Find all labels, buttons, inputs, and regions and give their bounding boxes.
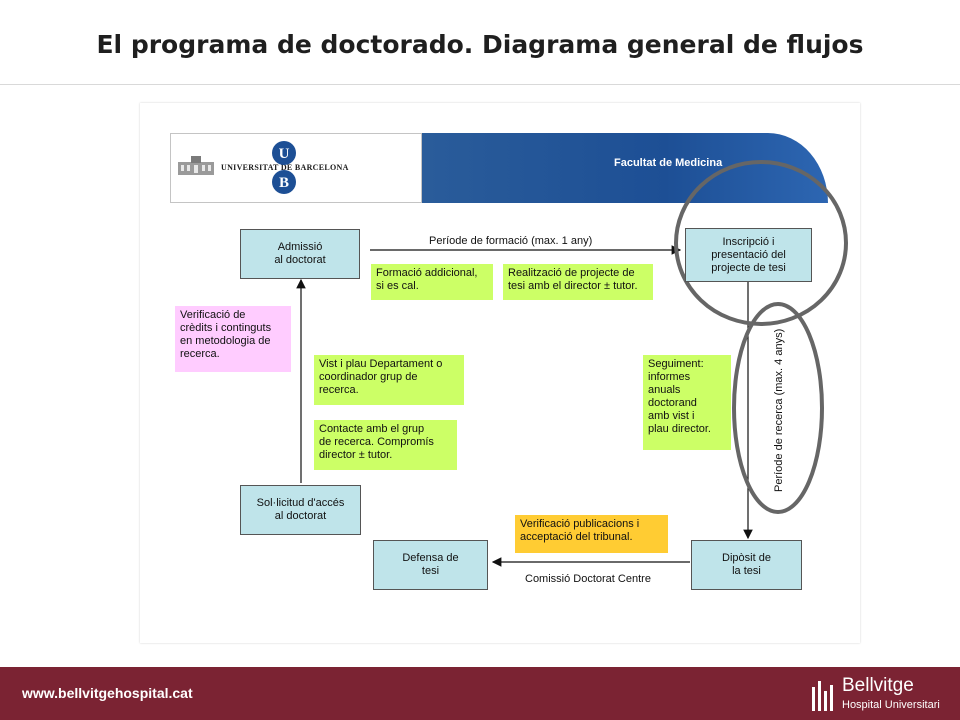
highlight-ellipse-recerca <box>732 302 824 514</box>
note-realitzacio: Realització de projecte de tesi amb el d… <box>503 264 653 300</box>
node-inscripcio: Inscripció i presentació del projecte de… <box>685 228 812 282</box>
logo-letter-top: U <box>279 146 290 162</box>
logo-letter-bottom: B <box>279 175 289 191</box>
footer-bar: www.bellvitgehospital.cat Bellvitge Hosp… <box>0 667 960 720</box>
footer-url-link[interactable]: www.bellvitgehospital.cat <box>22 685 193 701</box>
note-seguiment: Seguiment: informes anuals doctorand amb… <box>643 355 731 450</box>
faculty-name: Facultat de Medicina <box>614 157 723 169</box>
flow-connectors <box>296 160 848 567</box>
label-periode-formacio: Període de formació (max. 1 any) <box>429 235 593 247</box>
highlight-circle-inscripcio <box>674 160 848 326</box>
brand-subtitle: Hospital Universitari <box>842 699 940 711</box>
slide-title: El programa de doctorado. Diagrama gener… <box>96 30 864 59</box>
bellvitge-logo-icon <box>812 681 833 711</box>
banner-right-panel: Facultat de Medicina <box>422 133 828 203</box>
building-icon <box>178 156 214 175</box>
embedded-diagram-image: UNIVERSITAT DE BARCELONA U B Facultat de… <box>140 103 860 643</box>
ub-logo-icon: U B <box>272 141 296 194</box>
label-periode-recerca: Període de recerca (max. 4 anys) <box>773 328 785 492</box>
label-comissio: Comissió Doctorat Centre <box>525 573 651 585</box>
university-name: UNIVERSITAT DE BARCELONA <box>221 163 349 172</box>
banner-left-panel: UNIVERSITAT DE BARCELONA U B <box>170 133 422 203</box>
note-vist-plau: Vist i plau Departament o coordinador gr… <box>314 355 464 405</box>
node-defensa: Defensa de tesi <box>373 540 488 590</box>
node-sollicitud: Sol·licitud d'accés al doctorat <box>240 485 361 535</box>
node-admissio: Admissió al doctorat <box>240 229 360 279</box>
faculty-banner: UNIVERSITAT DE BARCELONA U B Facultat de… <box>170 133 828 203</box>
note-formacio-addicional: Formació addicional, si es cal. <box>371 264 493 300</box>
note-verificacio-publicacions: Verificació publicacions i acceptació de… <box>515 515 668 553</box>
brand-name: Bellvitge <box>842 675 914 696</box>
title-divider <box>0 84 960 85</box>
note-contacte: Contacte amb el grup de recerca. Comprom… <box>314 420 457 470</box>
node-diposit: Dipòsit de la tesi <box>691 540 802 590</box>
note-verificacio-credits: Verificació de crèdits i continguts en m… <box>175 306 291 372</box>
